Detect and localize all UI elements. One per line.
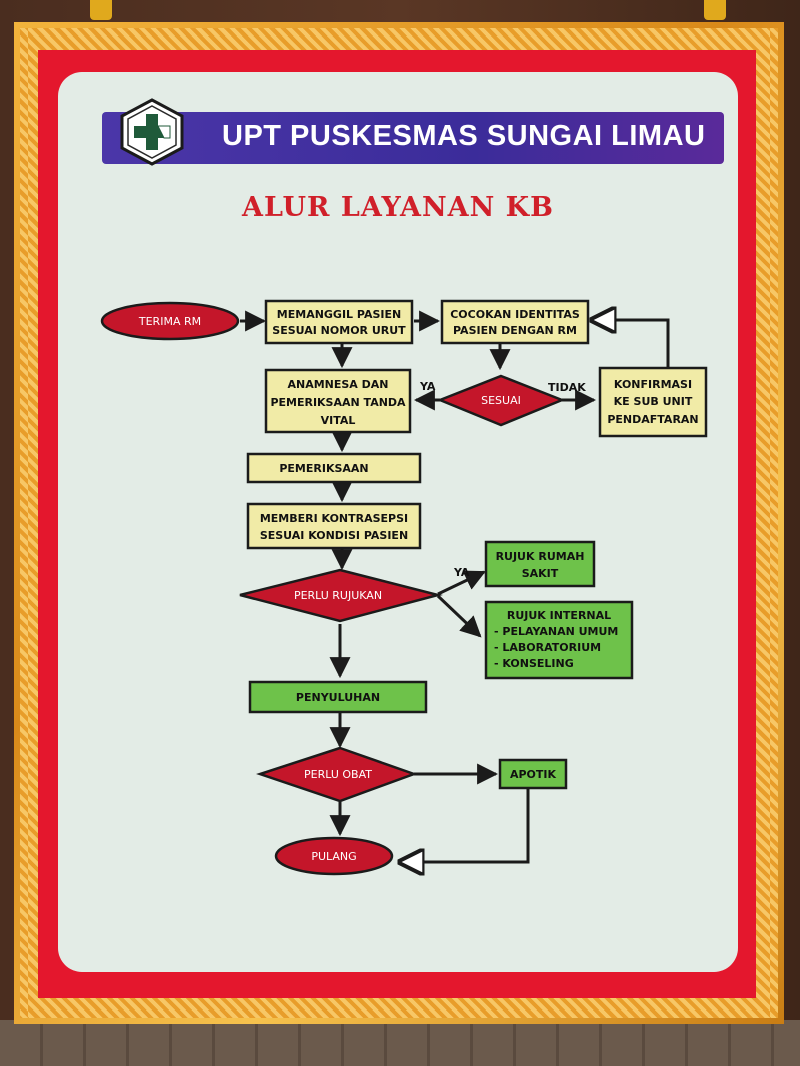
institution-name: UPT PUSKESMAS SUNGAI LIMAU: [222, 120, 706, 152]
kontrasepsi-line-2: SESUAI KONDISI PASIEN: [260, 529, 408, 542]
flowchart-board: UPT PUSKESMAS SUNGAI LIMAU ALUR LAYANAN …: [58, 72, 738, 972]
arrow-apotik-to-pulang: [400, 788, 530, 862]
cocokan-line-1: COCOKAN IDENTITAS: [450, 308, 580, 321]
perlu-rujukan-label: PERLU RUJUKAN: [294, 589, 382, 602]
konfirmasi-line-1: KONFIRMASI: [614, 378, 692, 391]
memanggil-line-1: MEMANGGIL PASIEN: [277, 308, 401, 321]
box-cocokan-identitas: COCOKAN IDENTITAS PASIEN DENGAN RM: [440, 299, 590, 345]
anamnesa-line-3: VITAL: [321, 414, 356, 427]
anamnesa-line-2: PEMERIKSAAN TANDA: [270, 396, 406, 409]
hanger-hook: [90, 0, 112, 20]
memanggil-line-2: SESUAI NOMOR URUT: [272, 324, 406, 337]
rujuk-rs-line-2: SAKIT: [522, 567, 559, 580]
pulang-label: PULANG: [311, 850, 356, 863]
box-anamnesa: ANAMNESA DAN PEMERIKSAAN TANDA VITAL: [264, 368, 412, 434]
arrow-rujukan-ya: [437, 570, 486, 596]
sesuai-ya-label: YA: [419, 380, 436, 393]
box-penyuluhan: PENYULUHAN: [248, 680, 428, 714]
header-banner: UPT PUSKESMAS SUNGAI LIMAU: [102, 112, 724, 164]
wall-panel: [0, 1020, 800, 1066]
perlu-obat-label: PERLU OBAT: [304, 768, 372, 781]
connectors: [240, 320, 670, 862]
box-pemeriksaan: PEMERIKSAAN: [246, 452, 422, 484]
kontrasepsi-line-1: MEMBERI KONTRASEPSI: [260, 512, 408, 525]
rujuk-internal-item-2: - LABORATORIUM: [494, 641, 601, 654]
box-memberi-kontrasepsi: MEMBERI KONTRASEPSI SESUAI KONDISI PASIE…: [246, 502, 422, 550]
rujukan-ya-label: YA: [453, 566, 470, 579]
flow-diagram: TERIMA RM MEMANGGIL PASIEN SESUAI NOMOR …: [100, 299, 708, 972]
rujuk-rs-line-1: RUJUK RUMAH: [496, 550, 585, 563]
anamnesa-line-1: ANAMNESA DAN: [287, 378, 388, 391]
box-rujuk-rumah-sakit: RUJUK RUMAH SAKIT: [484, 540, 596, 588]
konfirmasi-line-3: PENDAFTARAN: [607, 413, 698, 426]
cocokan-line-2: PASIEN DENGAN RM: [453, 324, 577, 337]
rujuk-internal-item-1: - PELAYANAN UMUM: [494, 625, 618, 638]
rujuk-internal-item-3: - KONSELING: [494, 657, 574, 670]
box-konfirmasi: KONFIRMASI KE SUB UNIT PENDAFTARAN: [598, 366, 708, 438]
box-memanggil-pasien: MEMANGGIL PASIEN SESUAI NOMOR URUT: [264, 299, 414, 345]
konfirmasi-line-2: KE SUB UNIT: [614, 395, 693, 408]
terima-rm-label: TERIMA RM: [138, 315, 201, 328]
box-apotik: APOTIK: [498, 758, 568, 790]
decision-sesuai: SESUAI: [436, 374, 566, 427]
pemeriksaan-label: PEMERIKSAAN: [279, 462, 368, 475]
decision-perlu-obat: PERLU OBAT: [256, 746, 418, 803]
hanger-hook: [704, 0, 726, 20]
sesuai-label: SESUAI: [481, 394, 521, 407]
decision-perlu-rujukan: PERLU RUJUKAN: [239, 568, 443, 623]
penyuluhan-label: PENYULUHAN: [296, 691, 380, 704]
rujuk-internal-title: RUJUK INTERNAL: [507, 609, 611, 622]
box-rujuk-internal: RUJUK INTERNAL - PELAYANAN UMUM - LABORA…: [484, 600, 634, 680]
sesuai-tidak-label: TIDAK: [548, 381, 586, 394]
terminal-pulang: PULANG: [274, 836, 394, 876]
apotik-label: APOTIK: [510, 768, 557, 781]
arrow-konfirmasi-to-cocokan: [592, 320, 670, 368]
terminal-terima-rm: TERIMA RM: [100, 301, 240, 341]
page-title: ALUR LAYANAN KB: [242, 192, 554, 223]
plus-in-hexagon-logo-icon: [120, 98, 184, 166]
arrow-rujukan-internal: [436, 594, 482, 638]
